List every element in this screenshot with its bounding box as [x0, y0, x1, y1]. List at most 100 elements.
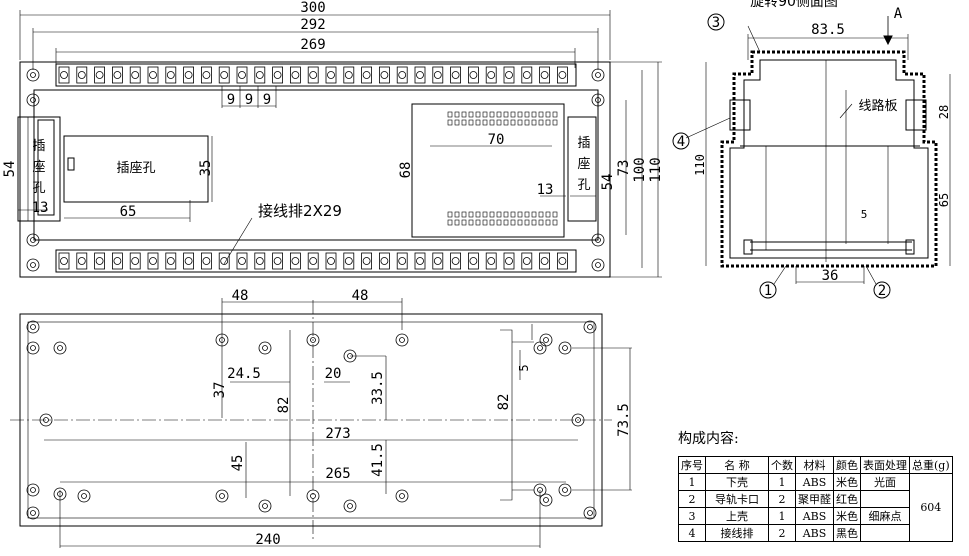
bom-cell: 2 — [768, 490, 796, 508]
terminal-cell — [183, 252, 195, 270]
bom-cell: 上壳 — [705, 507, 769, 525]
board-pin — [461, 219, 467, 226]
terminal-screw — [184, 71, 193, 79]
mount-hole-inner — [30, 324, 36, 330]
board-pin — [454, 211, 460, 218]
terminal-cell — [343, 252, 355, 270]
left-box-label-3: 孔 — [32, 181, 45, 196]
terminal-screw — [77, 257, 86, 265]
mount-hole — [26, 68, 40, 82]
mount-hole-inner — [30, 487, 36, 493]
board-pin — [447, 211, 453, 218]
bom-cell: 红色 — [833, 490, 861, 508]
board-pin — [482, 111, 488, 118]
terminal-cell — [450, 66, 462, 84]
board-pin — [552, 111, 558, 118]
dim-48b: 48 — [352, 288, 369, 304]
terminal-screw — [522, 257, 531, 265]
terminal-cell — [432, 66, 444, 84]
terminal-screw — [273, 71, 282, 79]
board-pin — [475, 119, 481, 126]
terminal-cell — [361, 252, 373, 270]
mount-hole — [39, 413, 53, 427]
bom-total-weight: 604 — [909, 473, 953, 542]
terminal-cell — [218, 252, 230, 270]
terminal-screw — [487, 71, 496, 79]
table-row: 1 下壳 1 ABS 米色 光面 604 — [678, 473, 953, 542]
board-pin — [489, 219, 495, 226]
mount-hole-inner — [43, 417, 49, 423]
dim-68: 68 — [398, 162, 414, 179]
mount-hole-inner — [262, 345, 268, 351]
board-pin — [510, 211, 516, 218]
terminal-screw — [416, 257, 424, 265]
terminal-cell — [307, 66, 319, 84]
mount-hole-inner — [543, 337, 549, 343]
dim-45: 45 — [230, 455, 246, 472]
board-pin — [510, 119, 516, 126]
terminal-screw — [220, 71, 229, 79]
terminal-screw — [291, 257, 300, 265]
dim-41-5: 41.5 — [370, 443, 386, 477]
terminal-cell — [58, 252, 70, 270]
terminal-cell — [539, 252, 550, 270]
board-pin — [517, 119, 523, 126]
callout-1-circle — [759, 281, 777, 299]
terminal-cell — [289, 66, 301, 84]
terminal-cell — [485, 66, 497, 84]
terminal-screw — [131, 257, 140, 265]
mounting-holes — [26, 68, 605, 520]
bom-header: 表面处理 — [860, 456, 910, 474]
board-pin — [545, 111, 551, 118]
board-pin — [447, 111, 453, 118]
board-pin — [538, 111, 544, 118]
terminal-screw — [398, 71, 407, 79]
board-pin — [489, 111, 495, 118]
mount-hole — [343, 349, 357, 363]
board-pin — [538, 119, 544, 126]
board-pin — [552, 211, 558, 218]
board-pin — [475, 111, 481, 118]
mount-hole — [215, 333, 229, 347]
callout-3: 3 — [712, 15, 720, 31]
dim-82-mid: 82 — [276, 397, 292, 414]
side-arrow-label: A — [894, 6, 903, 22]
bom-cell — [860, 524, 910, 542]
bom-cell: 4 — [678, 524, 706, 542]
terminal-screw — [558, 257, 567, 265]
terminal-cell — [432, 252, 444, 270]
board-pin — [468, 219, 474, 226]
mount-hole-inner — [595, 72, 601, 78]
board-pin — [524, 119, 530, 126]
mount-hole-inner — [543, 497, 549, 503]
board-pin — [531, 111, 537, 118]
dim-left-54: 54 — [2, 161, 18, 178]
board-pin — [482, 219, 488, 226]
terminal-screw — [77, 71, 86, 79]
dim-side-110: 110 — [693, 154, 707, 176]
mount-hole — [53, 487, 67, 501]
terminal-screw — [166, 71, 175, 79]
terminal-screw — [398, 257, 407, 265]
terminal-screw — [149, 257, 157, 265]
callout-2: 2 — [878, 283, 886, 299]
terminal-screw — [380, 257, 389, 265]
side-view-title: 旋转90侧面图 — [750, 0, 838, 10]
terminal-screw — [451, 71, 460, 79]
board-pin — [489, 119, 495, 126]
terminal-cell — [325, 252, 337, 270]
mount-hole-inner — [575, 417, 581, 423]
mount-hole — [306, 489, 320, 503]
board-pin — [454, 111, 460, 118]
callout-3-circle — [707, 13, 725, 31]
terminal-strip-bottom — [58, 252, 568, 270]
terminal-cell — [450, 252, 462, 270]
dim-pitch-a: 9 — [227, 92, 235, 108]
mount-hole — [258, 499, 272, 513]
terminal-cell — [183, 66, 195, 84]
dim-65: 65 — [120, 204, 137, 220]
terminal-cell — [557, 252, 568, 270]
mount-hole-inner — [595, 97, 601, 103]
dim-300: 300 — [300, 0, 325, 16]
terminal-cell — [521, 252, 533, 270]
